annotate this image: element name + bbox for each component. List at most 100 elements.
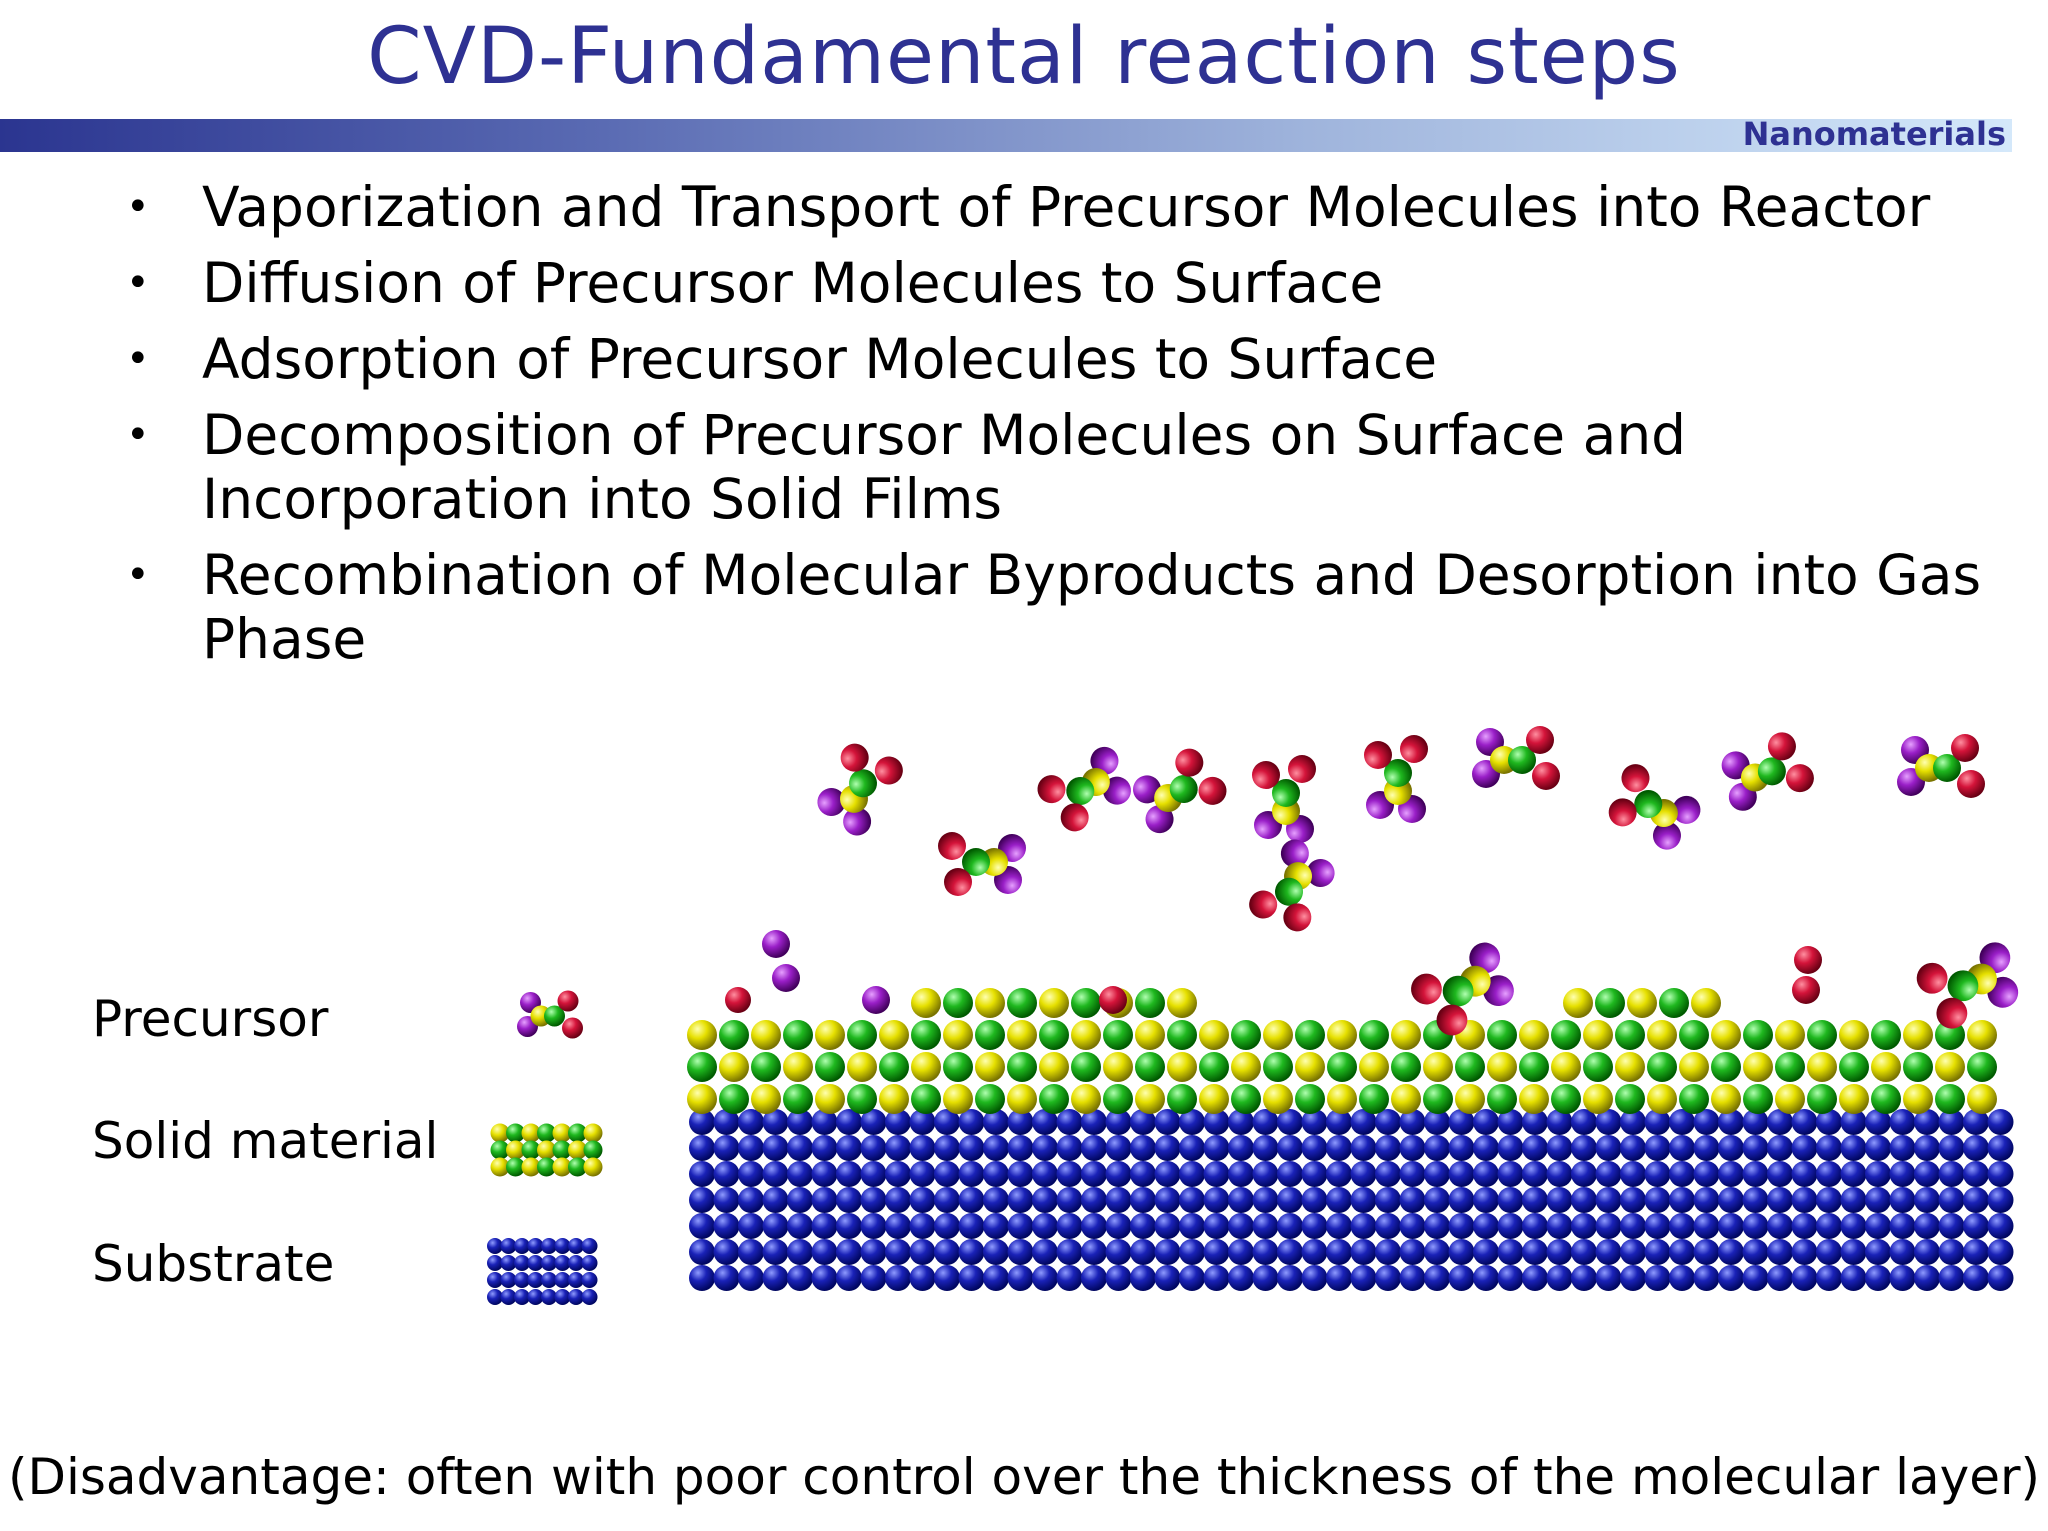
title-banner xyxy=(0,119,2012,152)
substrate-atom xyxy=(1963,1239,1989,1265)
legend-film-atom xyxy=(521,1157,541,1177)
substrate-atom xyxy=(1963,1135,1989,1161)
substrate-atom xyxy=(762,1135,789,1161)
byproduct-atom xyxy=(725,987,751,1013)
film-atom xyxy=(1967,1020,1997,1050)
film-atom xyxy=(847,1052,877,1082)
substrate-atom xyxy=(1914,1187,1940,1213)
substrate-atom xyxy=(1840,1135,1867,1161)
film-atom xyxy=(1627,988,1657,1018)
substrate-atom xyxy=(1007,1161,1034,1187)
substrate-atom xyxy=(1179,1109,1205,1135)
film-atom xyxy=(1103,1052,1133,1082)
substrate-atom xyxy=(934,1135,960,1161)
legend-substrate-atom xyxy=(554,1272,571,1288)
film-atom xyxy=(1807,1020,1837,1050)
atom xyxy=(938,832,966,860)
legend-substrate-atom xyxy=(581,1289,598,1305)
atom xyxy=(1767,732,1796,761)
atom xyxy=(1936,997,1968,1029)
substrate-atom xyxy=(1816,1109,1842,1135)
substrate-atom xyxy=(1105,1161,1132,1187)
bullet-dot: • xyxy=(126,552,150,598)
substrate-atom xyxy=(1595,1187,1622,1213)
substrate-atom xyxy=(885,1109,911,1135)
substrate-atom xyxy=(1326,1239,1352,1265)
substrate-atom xyxy=(1669,1213,1695,1239)
film-atom xyxy=(687,1084,717,1114)
legend-substrate-atom xyxy=(500,1272,517,1288)
substrate-atom xyxy=(1693,1265,1720,1291)
substrate-atom xyxy=(1963,1161,1989,1187)
film-atom xyxy=(1775,1020,1805,1050)
substrate-atom xyxy=(1865,1161,1891,1187)
substrate-atom xyxy=(1203,1135,1230,1161)
legend-substrate-atom xyxy=(568,1255,584,1271)
legend-film-atom xyxy=(506,1123,525,1143)
precursor-molecule xyxy=(1472,726,1560,790)
film-atom xyxy=(1551,1052,1581,1082)
substrate-atom xyxy=(1914,1265,1940,1291)
legend-film-atom xyxy=(568,1157,587,1177)
legend-substrate-atom xyxy=(487,1289,503,1305)
substrate-atom xyxy=(1693,1239,1720,1265)
substrate-atom xyxy=(1448,1135,1475,1161)
byproduct-atom xyxy=(1794,946,1822,974)
film-atom xyxy=(1167,1020,1197,1050)
substrate-atom xyxy=(1963,1265,1989,1291)
substrate-atom xyxy=(1571,1265,1597,1291)
film-atom xyxy=(1743,1052,1773,1082)
substrate-atom xyxy=(713,1213,740,1239)
legend-substrate-atom xyxy=(514,1289,530,1305)
substrate-atom xyxy=(1497,1239,1524,1265)
film-atom xyxy=(1007,988,1037,1018)
bullet-text: Recombination of Molecular Byproducts an… xyxy=(202,543,1982,671)
substrate-atom xyxy=(1767,1239,1793,1265)
substrate-atom xyxy=(1179,1265,1205,1291)
substrate-atom xyxy=(1473,1265,1499,1291)
film-atom xyxy=(1071,1084,1101,1114)
film-atom xyxy=(1071,1020,1101,1050)
substrate-atom xyxy=(762,1213,789,1239)
atom xyxy=(843,807,872,836)
substrate-atom xyxy=(762,1109,789,1135)
substrate-atom xyxy=(1546,1187,1573,1213)
substrate-atom xyxy=(1987,1187,2014,1213)
film-atom xyxy=(1007,1052,1037,1082)
legend-substrate-atom xyxy=(554,1289,571,1305)
atom xyxy=(1249,890,1278,919)
atom xyxy=(1483,975,1514,1007)
substrate-atom xyxy=(1301,1239,1328,1265)
film-atom xyxy=(879,1020,909,1050)
substrate-atom xyxy=(1081,1135,1107,1161)
substrate-atom xyxy=(1252,1213,1279,1239)
substrate-atom xyxy=(909,1239,936,1265)
substrate-atom xyxy=(1791,1161,1818,1187)
bullet-item: •Decomposition of Precursor Molecules on… xyxy=(120,403,1762,531)
film-atom xyxy=(783,1052,813,1082)
film-atom xyxy=(815,1084,845,1114)
substrate-atom xyxy=(1791,1213,1818,1239)
substrate-atom xyxy=(1669,1135,1695,1161)
legend-substrate-atom xyxy=(541,1272,557,1288)
atom xyxy=(1198,776,1227,805)
legend-substrate-atom xyxy=(541,1289,557,1305)
legend-film-atom xyxy=(568,1123,587,1143)
substrate-atom xyxy=(689,1187,715,1213)
substrate-atom xyxy=(1252,1109,1279,1135)
substrate-atom xyxy=(1007,1135,1034,1161)
substrate-atom xyxy=(1620,1213,1646,1239)
film-atom xyxy=(1775,1084,1805,1114)
substrate-atom xyxy=(983,1265,1009,1291)
substrate-atom xyxy=(1228,1239,1254,1265)
film-atom xyxy=(1519,1020,1549,1050)
substrate-atom xyxy=(1203,1187,1230,1213)
substrate-atom xyxy=(1277,1213,1303,1239)
substrate-atom xyxy=(1595,1239,1622,1265)
substrate-atom xyxy=(1693,1135,1720,1161)
substrate-atom xyxy=(1791,1239,1818,1265)
legend-substrate-atom xyxy=(527,1289,544,1305)
film-atom xyxy=(1659,988,1689,1018)
film-atom xyxy=(1583,1052,1613,1082)
substrate-atom xyxy=(1889,1213,1916,1239)
